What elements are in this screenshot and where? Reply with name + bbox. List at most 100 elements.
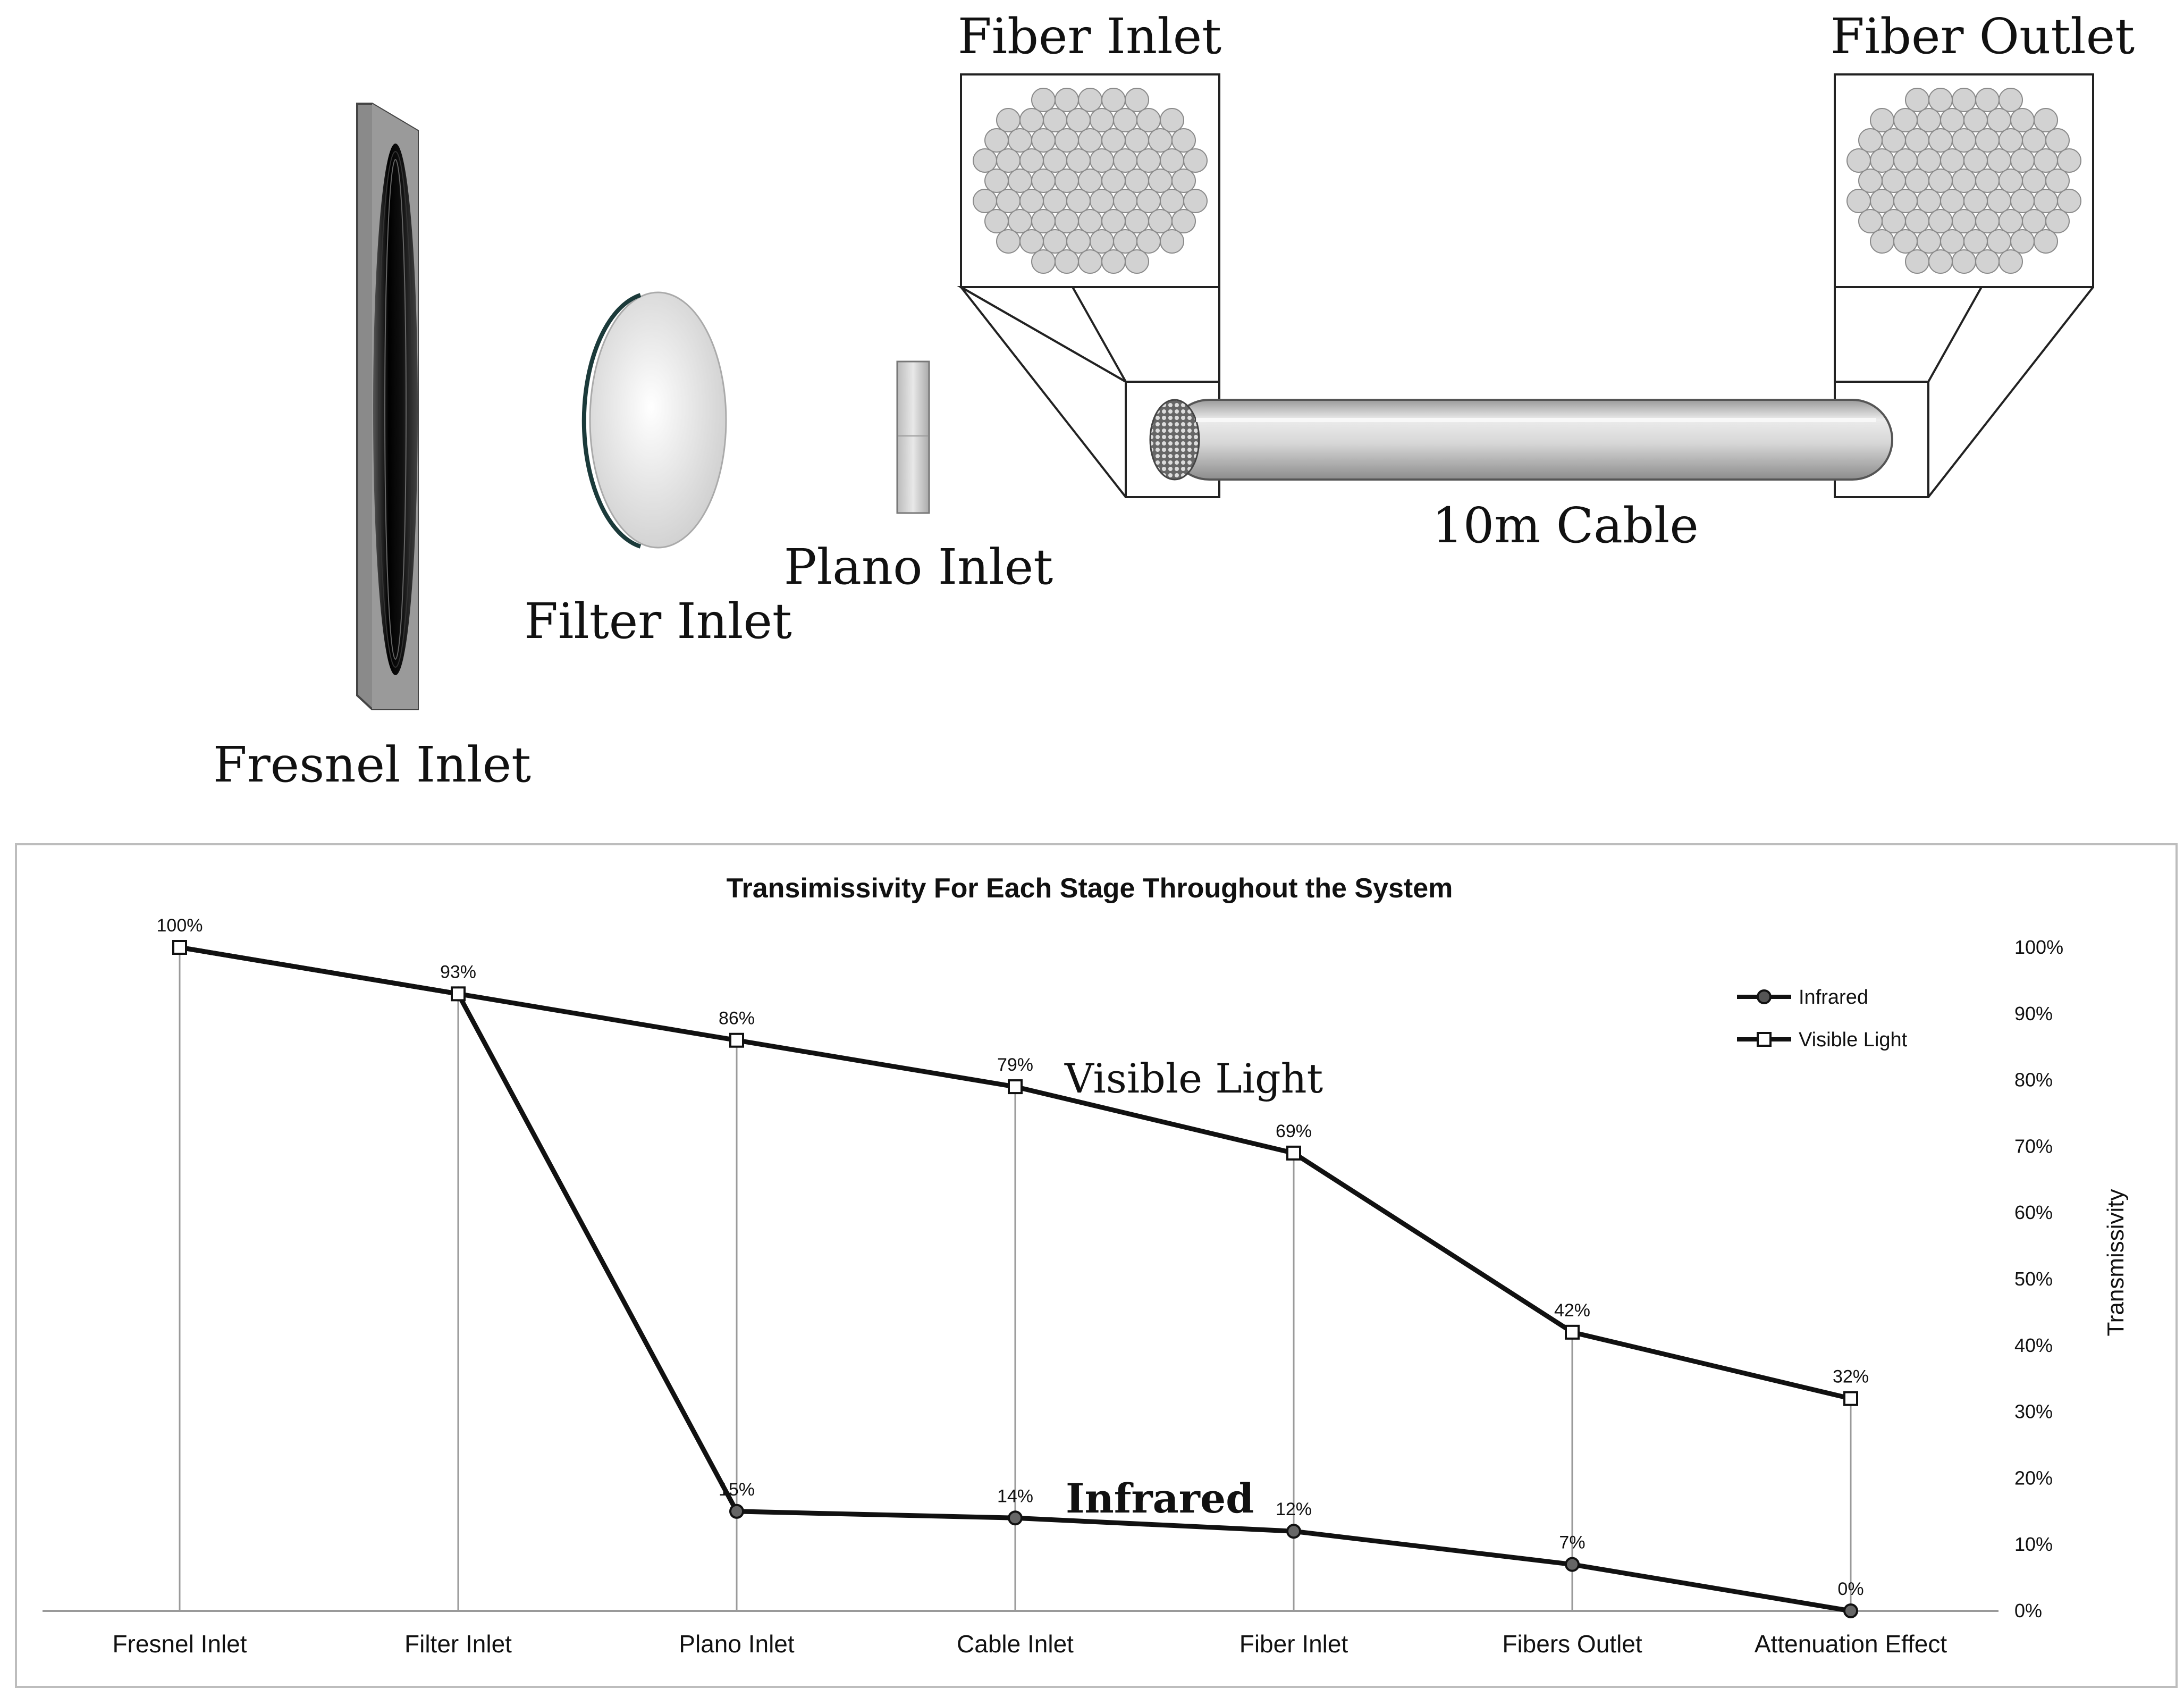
fiber-strand: [1975, 128, 2000, 153]
fiber-strand: [2010, 189, 2035, 213]
fiber-strand: [1858, 209, 1883, 233]
fiber-strand: [996, 189, 1021, 213]
fiber-strand: [1905, 249, 1929, 274]
fiber-strand: [1963, 148, 1988, 173]
cable-label: 10m Cable: [1432, 497, 1699, 554]
fiber-strand: [1171, 128, 1196, 153]
fiber-strand: [1055, 88, 1079, 112]
fiber-strand: [1125, 249, 1149, 274]
fiber-strand: [1031, 249, 1056, 274]
fiber-strand: [1987, 148, 2011, 173]
fiber-strand: [1031, 128, 1056, 153]
point-infrared: [1843, 1603, 1858, 1618]
y-tick-label: 50%: [2014, 1268, 2053, 1290]
fiber-strand: [1160, 189, 1184, 213]
fiber-strand: [1870, 148, 1894, 173]
fiber-strand: [1987, 229, 2011, 254]
legend-infrared-marker: [1757, 989, 1772, 1004]
fiber-strand: [1928, 169, 1953, 193]
fiber-strand: [1917, 229, 1941, 254]
x-tick-label: Fiber Inlet: [1239, 1630, 1348, 1658]
fiber-strand: [1858, 169, 1883, 193]
data-label-visible-light: 32%: [1833, 1367, 1869, 1387]
fiber-strand: [1078, 209, 1102, 233]
fiber-strand: [1031, 88, 1056, 112]
x-tick-label: Cable Inlet: [957, 1630, 1074, 1658]
fiber-strand: [1870, 108, 1894, 132]
filter-lens: [581, 291, 727, 549]
point-visible-light: [1565, 1324, 1580, 1340]
fiber-strand: [1928, 128, 1953, 153]
x-tick-label: Fibers Outlet: [1502, 1630, 1642, 1658]
fiber-strand: [1160, 148, 1184, 173]
fiber-strand: [1905, 88, 1929, 112]
point-visible-light: [1008, 1079, 1023, 1095]
fiber-strand: [1917, 148, 1941, 173]
fiber-strand: [1043, 229, 1067, 254]
point-infrared: [1565, 1557, 1580, 1572]
fiber-strand: [1066, 189, 1091, 213]
fiber-inlet-zoom: [957, 73, 1220, 498]
fiber-strand: [1893, 229, 1918, 254]
chart-title: Transimissivity For Each Stage Throughou…: [727, 873, 1453, 904]
fiber-strand: [1952, 169, 1976, 193]
legend-infrared-label: Infrared: [1799, 986, 1868, 1009]
fiber-strand: [1858, 128, 1883, 153]
plano-inlet-label: Plano Inlet: [784, 539, 1053, 595]
fiber-strand: [1846, 148, 1871, 173]
x-tick-label: Plano Inlet: [679, 1630, 795, 1658]
legend-visible-marker: [1757, 1032, 1772, 1047]
data-label-visible-light: 69%: [1276, 1121, 1312, 1141]
fiber-strand: [1171, 209, 1196, 233]
fiber-strand: [2045, 128, 2070, 153]
fiber-strand: [2045, 209, 2070, 233]
fiber-strand: [1136, 229, 1161, 254]
fiber-cable: [1149, 399, 1893, 481]
fiber-strand: [1125, 209, 1149, 233]
data-label-infrared: 14%: [997, 1486, 1033, 1506]
fiber-strand: [2034, 229, 2058, 254]
fiber-strand: [2022, 209, 2046, 233]
data-labels: 15%14%12%7%0%100%93%86%79%69%42%32%: [157, 915, 1869, 1599]
fiber-strand: [1975, 169, 2000, 193]
fiber-strand: [2022, 128, 2046, 153]
x-tick-label: Fresnel Inlet: [112, 1630, 247, 1658]
fiber-strand: [1999, 249, 2023, 274]
series-markers: [172, 940, 1858, 1618]
legend-visible-label: Visible Light: [1799, 1029, 1908, 1051]
fiber-strand: [1987, 189, 2011, 213]
fiber-strand: [1113, 148, 1137, 173]
fiber-strand: [1019, 189, 1044, 213]
fiber-strand: [2010, 229, 2035, 254]
fiber-strand: [1078, 249, 1102, 274]
fiber-strand: [1940, 108, 1964, 132]
fiber-strand: [1148, 169, 1173, 193]
y-tick-label: 30%: [2014, 1401, 2053, 1423]
fiber-strand: [1952, 128, 1976, 153]
fiber-inlet-label: Fiber Inlet: [958, 8, 1221, 65]
fiber-strand: [1078, 88, 1102, 112]
fiber-strand: [1008, 169, 1032, 193]
fiber-strand: [2034, 148, 2058, 173]
fiber-strand: [1019, 108, 1044, 132]
fiber-strand: [1148, 209, 1173, 233]
fiber-strand: [1893, 189, 1918, 213]
fiber-strand: [1882, 128, 1906, 153]
fiber-strand: [1975, 209, 2000, 233]
fiber-strand: [2057, 189, 2081, 213]
fiber-strand: [2010, 148, 2035, 173]
fiber-strand: [1905, 209, 1929, 233]
fiber-bundle-outlet: [1846, 88, 2081, 274]
optical-system-diagram: Fresnel Inlet Filter Inlet Plano Inlet F…: [213, 8, 2135, 793]
x-tick-label: Filter Inlet: [404, 1630, 512, 1658]
fiber-strand: [1940, 148, 1964, 173]
point-infrared: [1008, 1510, 1023, 1526]
fiber-strand: [1136, 189, 1161, 213]
data-label-infrared: 0%: [1837, 1579, 1863, 1599]
fiber-strand: [1940, 189, 1964, 213]
data-label-visible-light: 79%: [997, 1055, 1033, 1075]
fiber-strand: [1078, 128, 1102, 153]
point-visible-light: [172, 940, 187, 955]
fiber-strand: [1090, 108, 1114, 132]
fiber-strand: [2034, 108, 2058, 132]
